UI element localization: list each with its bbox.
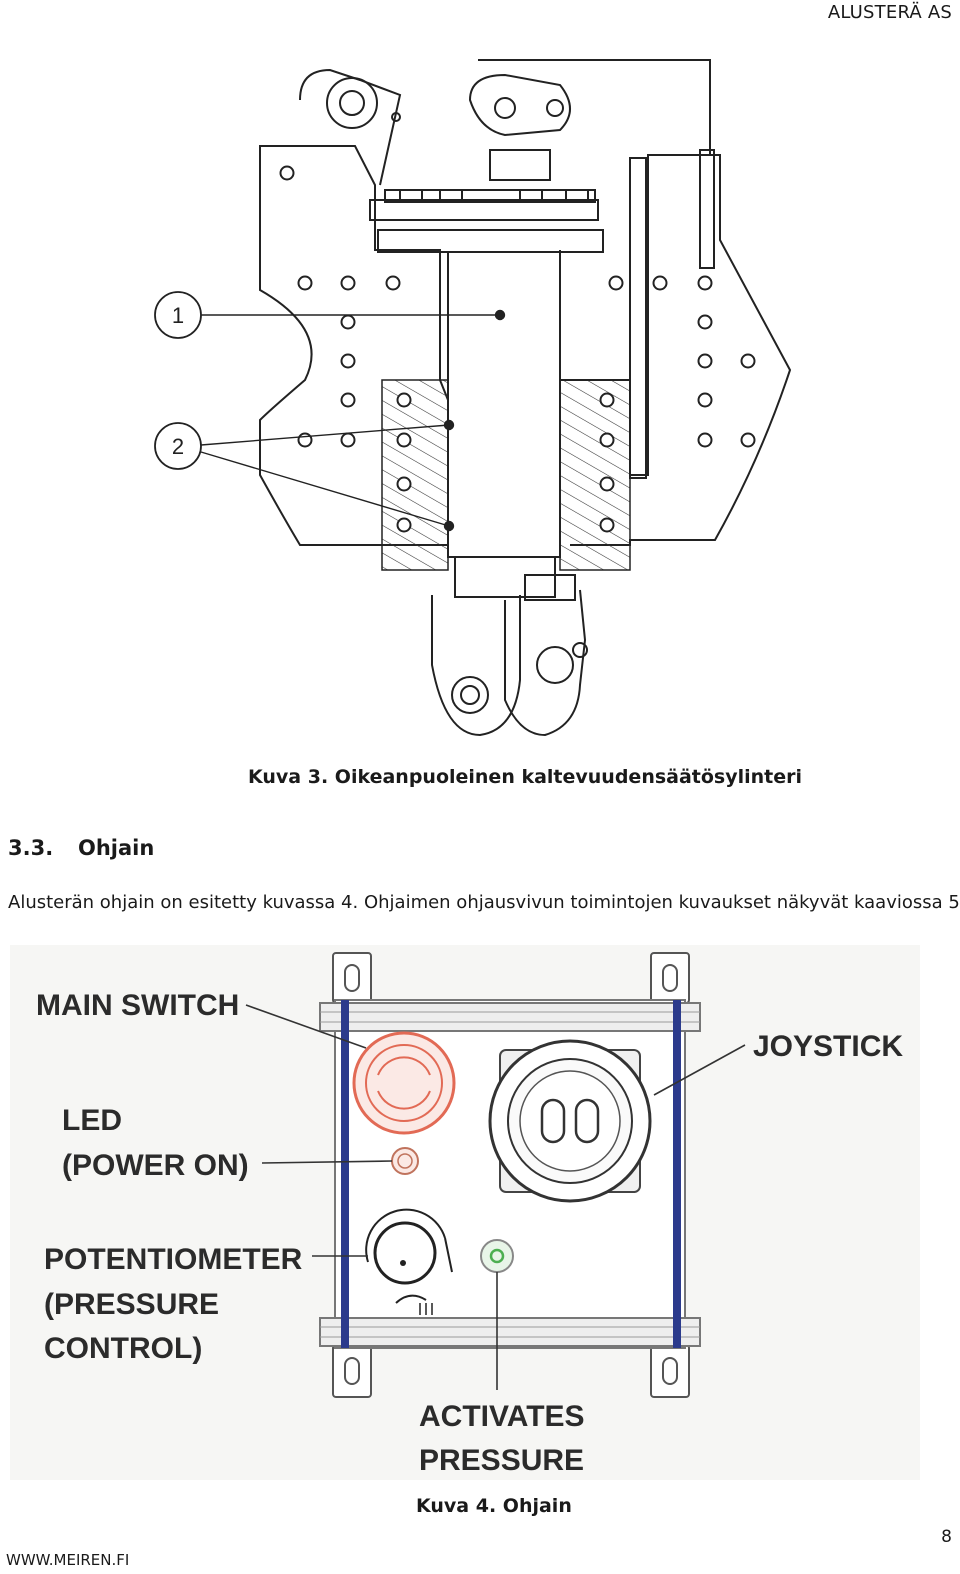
svg-text:1: 1: [172, 303, 184, 328]
footer-url[interactable]: WWW.MEIREN.FI: [6, 1551, 130, 1569]
figure4-caption: Kuva 4. Ohjain: [416, 1495, 572, 1517]
label-joystick: JOYSTICK: [753, 1030, 903, 1063]
potentiometer-knob[interactable]: [365, 1208, 453, 1315]
callout-1: 1: [154, 291, 202, 339]
cylinder-drawing: 1 2: [154, 59, 792, 737]
svg-text:2: 2: [172, 434, 184, 459]
label-activates: ACTIVATES: [419, 1400, 585, 1433]
label-potentiometer: POTENTIOMETER: [44, 1243, 303, 1276]
label-led: LED: [62, 1104, 122, 1137]
joystick[interactable]: [488, 1039, 652, 1203]
controller-figure: MAIN SWITCH LED (POWER ON) POTENTIOMETER…: [10, 945, 920, 1480]
label-main-switch: MAIN SWITCH: [36, 989, 239, 1022]
header-company: ALUSTERÄ AS: [827, 2, 952, 23]
frame-left-rail: [341, 1000, 349, 1348]
label-activates-pressure: PRESSURE: [419, 1444, 584, 1477]
label-control: CONTROL): [44, 1332, 202, 1365]
section-body: Alusterän ohjain on esitetty kuvassa 4. …: [8, 892, 960, 913]
callout-2: 2: [154, 422, 202, 470]
page-number: 8: [941, 1527, 952, 1547]
led-power-on: [391, 1147, 419, 1175]
frame-right-rail: [673, 1000, 681, 1348]
figure3-caption: Kuva 3. Oikeanpuoleinen kaltevuudensäätö…: [248, 766, 803, 788]
label-pressure: (PRESSURE: [44, 1288, 219, 1321]
section-heading: 3.3. Ohjain: [8, 836, 154, 860]
main-switch[interactable]: [352, 1031, 456, 1135]
label-power-on: (POWER ON): [62, 1149, 249, 1182]
activates-pressure-button[interactable]: [480, 1239, 514, 1273]
section-number: 3.3.: [8, 836, 54, 860]
section-title: Ohjain: [78, 836, 155, 860]
